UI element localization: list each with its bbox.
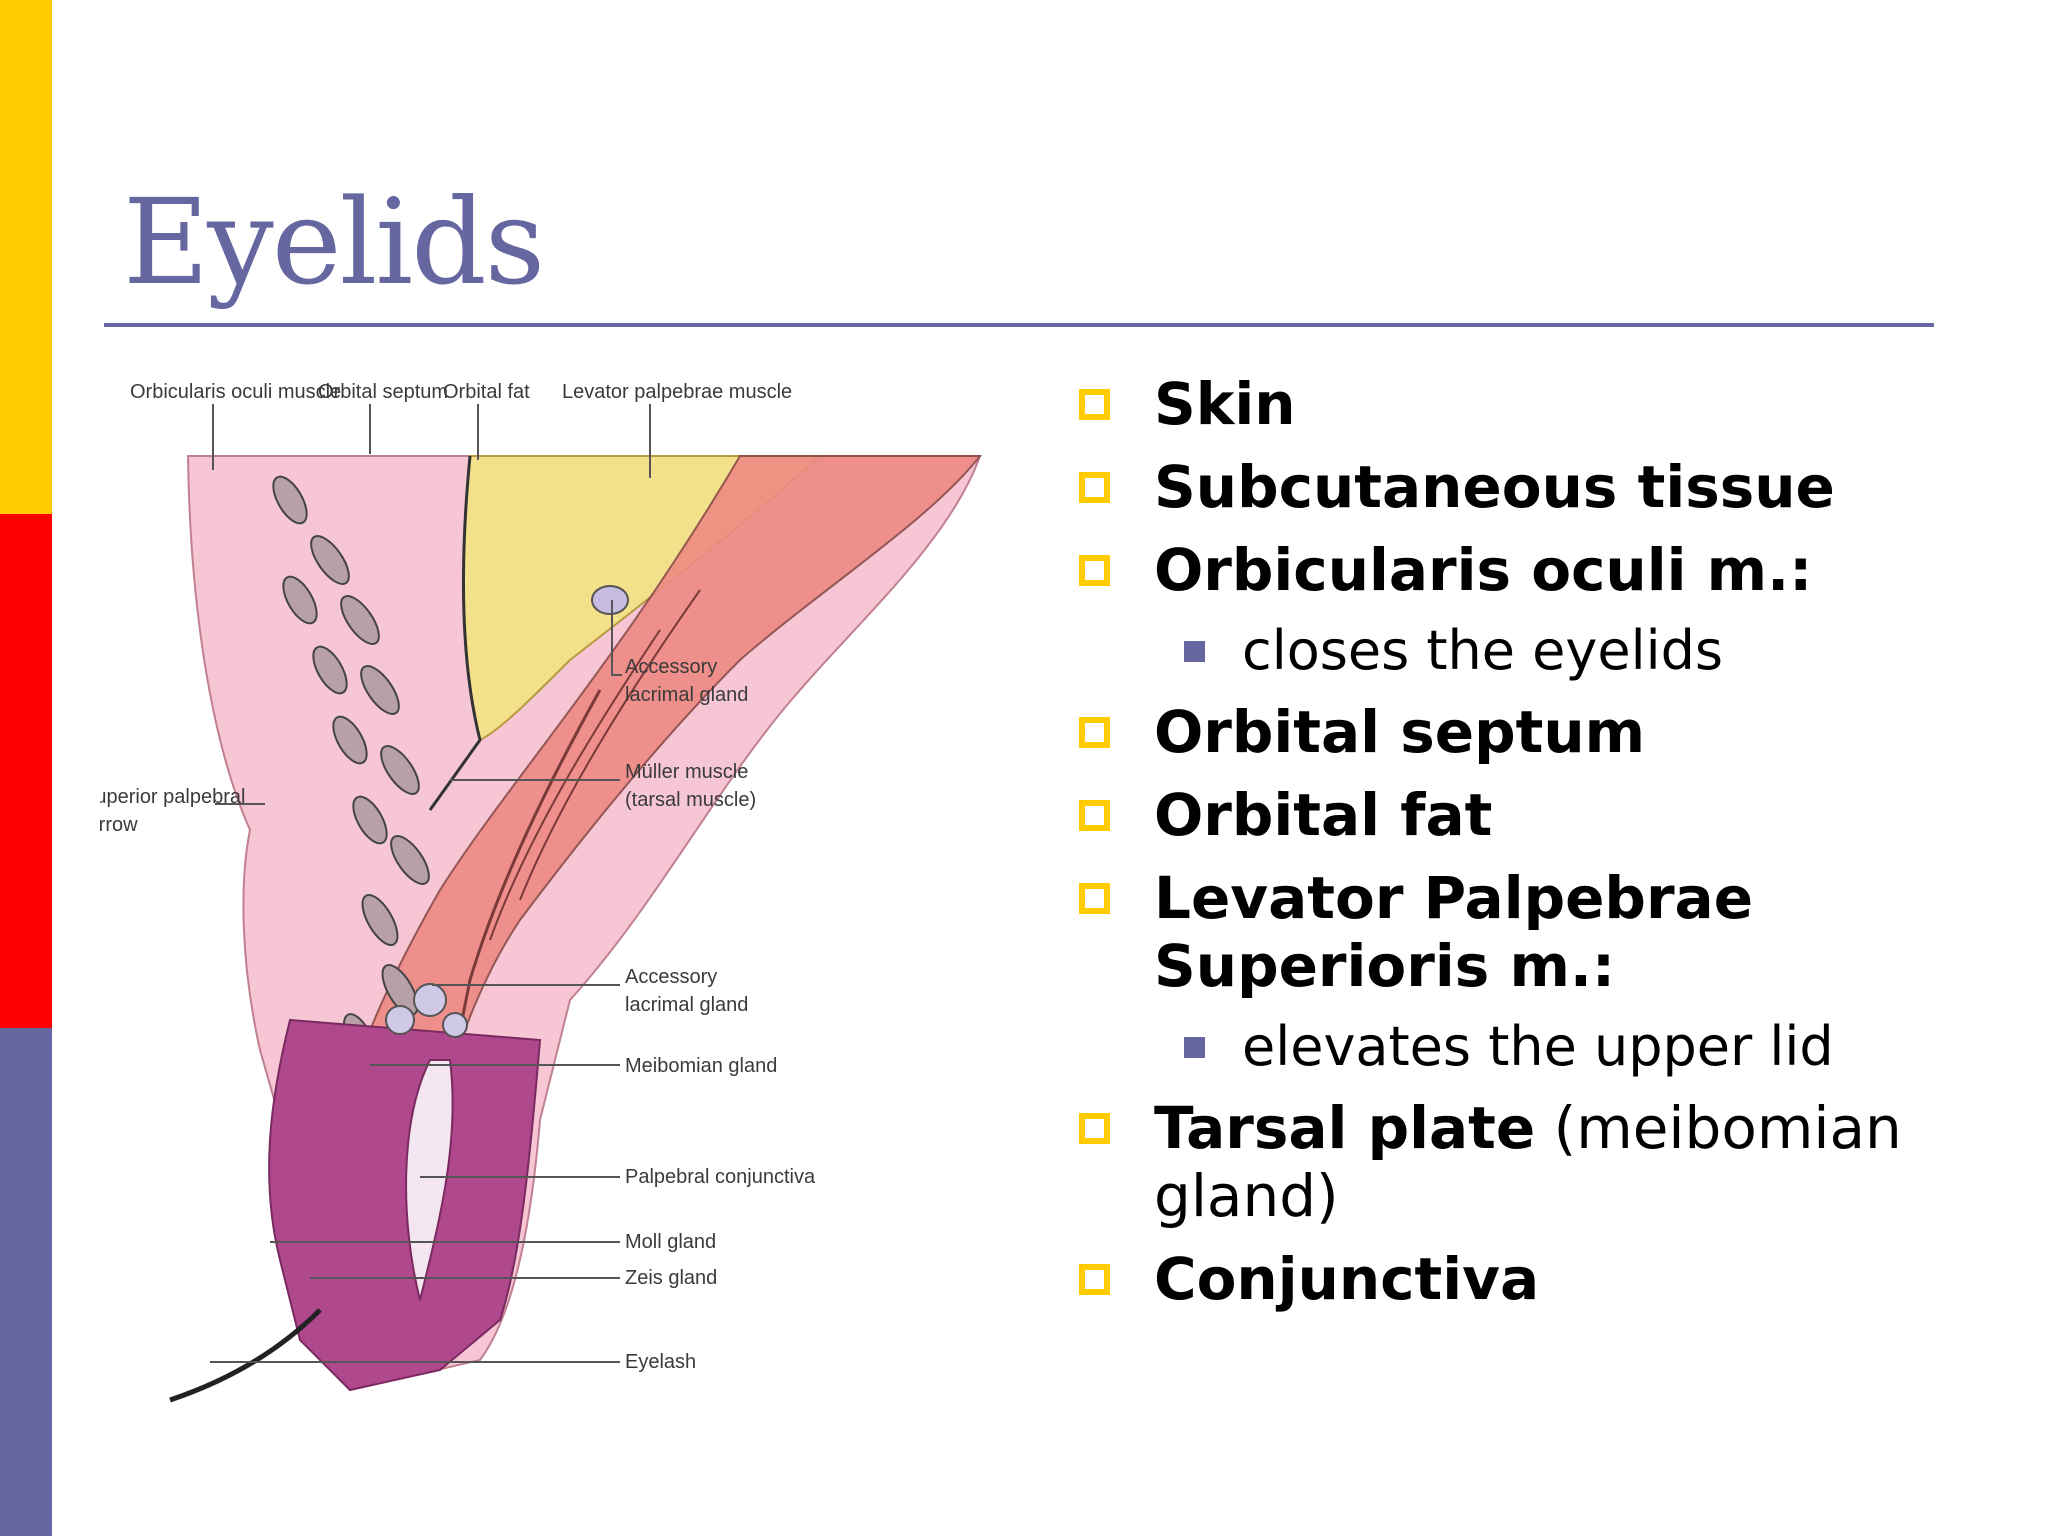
bullet-bold-text: Orbital septum [1154,698,1646,766]
label-orbital-septum: Orbital septum [318,381,448,403]
label-accessory-lacrimal-upper-2: lacrimal gland [625,684,748,706]
accent-bar-yellow [0,0,52,514]
tarsal-plate [268,1018,542,1392]
bullet-skin: Skin [1070,370,2000,438]
bullet-subcutaneous: Subcutaneous tissue [1070,453,2000,521]
label-orbicularis: Orbicularis oculi muscle [130,381,341,403]
bullet-tarsal-plate: Tarsal plate (meibomian gland) [1070,1094,2000,1230]
square-bullet-icon [1079,883,1110,914]
label-accessory-lacrimal-lower-2: lacrimal gland [625,994,748,1016]
label-orbital-fat: Orbital fat [443,381,530,403]
label-levator: Levator palpebrae muscle [562,381,792,403]
title-underline [104,323,1934,327]
bullet-bold-text: Conjunctiva [1154,1245,1540,1313]
label-eyelash: Eyelash [625,1351,696,1373]
bullet-orbital-septum: Orbital septum [1070,698,2000,766]
orbital-septum-line [428,455,482,811]
sub-bullet-text: elevates the upper lid [1242,1015,1834,1078]
accessory-lacrimal-gland-upper [591,585,629,615]
slide-title: Eyelids [123,173,545,311]
accent-bar-red [0,514,52,1028]
muller-muscle [448,689,602,1081]
square-bullet-icon [1079,800,1110,831]
label-meibomian-gland: Meibomian gland [625,1055,777,1077]
bullet-bold-text: Tarsal plate [1154,1094,1536,1162]
label-moll-gland: Moll gland [625,1231,716,1253]
sub-bullet-text: closes the eyelids [1242,619,1723,682]
label-palpebral-furrow: Superior palpebral [100,786,245,808]
bullet-orbicularis: Orbicularis oculi m.: [1070,536,2000,604]
label-zeis-gland: Zeis gland [625,1267,717,1289]
bullet-normal-text: (meibomian gland) [1154,1094,1902,1230]
sub-bullet-orbicularis: closes the eyelids [1070,619,2000,683]
bullet-bold-text: Skin [1154,370,1296,438]
bullet-bold-text: Orbicularis oculi m.: [1154,536,1813,604]
square-bullet-icon [1079,389,1110,420]
bullet-bold-text: Orbital fat [1154,781,1493,849]
accessory-lacrimal-gland-lower [413,983,447,1017]
bullet-levator: Levator Palpebrae Superioris m.: [1070,864,2000,1000]
label-accessory-lacrimal-lower: Accessory [625,966,717,988]
square-bullet-icon [1079,717,1110,748]
meibomian-gland [405,1059,454,1301]
bullet-conjunctiva: Conjunctiva [1070,1245,2000,1313]
sub-bullet-levator: elevates the upper lid [1070,1015,2000,1079]
label-palpebral-conjunctiva: Palpebral conjunctiva [625,1166,816,1188]
label-muller-muscle-2: (tarsal muscle) [625,789,756,811]
accent-bar-blue [0,1028,52,1536]
label-palpebral-furrow-2: furrow [100,814,138,836]
square-bullet-icon [1079,1113,1110,1144]
square-bullet-icon [1079,555,1110,586]
label-muller-muscle: Müller muscle [625,761,748,783]
filled-square-bullet-icon [1184,641,1205,662]
square-bullet-icon [1079,472,1110,503]
bullet-bold-text: Subcutaneous tissue [1154,453,1835,521]
bullet-orbital-fat: Orbital fat [1070,781,2000,849]
square-bullet-icon [1079,1264,1110,1295]
eyelid-cross-section-diagram: Orbicularis oculi muscle Orbital septum … [100,381,983,1403]
bullet-list: Skin Subcutaneous tissue Orbicularis ocu… [1070,370,2000,1328]
filled-square-bullet-icon [1184,1037,1205,1058]
label-accessory-lacrimal-upper: Accessory [625,656,717,678]
bullet-bold-text: Levator Palpebrae Superioris m.: [1154,864,1754,1000]
